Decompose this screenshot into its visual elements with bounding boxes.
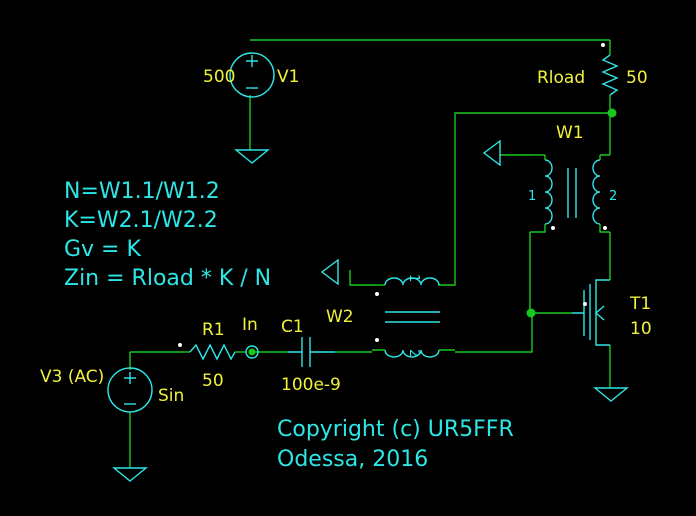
- wires: [129, 39, 611, 468]
- r1-resistor[interactable]: [178, 343, 236, 361]
- ground-w2-icon: [320, 258, 339, 286]
- equation-zin: Zin = Rload * K / N: [64, 266, 271, 291]
- junction-gate: [526, 308, 536, 318]
- r1-pin-dot: [178, 343, 182, 347]
- v1-plus: [246, 55, 258, 67]
- junction-rload-w1: [607, 108, 617, 118]
- w2-core: [385, 311, 440, 323]
- r1-value: 50: [202, 371, 224, 391]
- w2-coil-1: [384, 277, 440, 286]
- w2-dot-1: [375, 292, 379, 296]
- wire-w2-pin2: [455, 313, 533, 353]
- v3-source[interactable]: [107, 367, 153, 413]
- equation-k: K=W2.1/W2.2: [64, 208, 218, 233]
- w1-name: W1: [556, 123, 584, 143]
- ground-w1-icon: [482, 139, 501, 167]
- t1-mosfet[interactable]: [572, 279, 610, 346]
- in-node[interactable]: [245, 345, 259, 359]
- c1-value: 100e-9: [281, 375, 341, 395]
- v3-symbol: [107, 367, 153, 413]
- v1-name: V1: [277, 67, 299, 87]
- w1-coil-2-leads: [599, 154, 610, 233]
- wire-w2-gnd: [349, 270, 378, 286]
- w2-pin-1-label: 1: [406, 274, 421, 282]
- copyright-line-1: Copyright (c) UR5FFR: [277, 417, 514, 442]
- wire-w2-pin1-feed: [438, 112, 610, 286]
- in-node-center: [248, 348, 256, 356]
- ground-v3-icon: [112, 467, 148, 482]
- v1-value: 500: [203, 67, 235, 87]
- t1-name: T1: [629, 294, 651, 314]
- w1-core: [567, 168, 577, 218]
- equation-n: N=W1.1/W1.2: [64, 179, 220, 204]
- ground-t1-icon: [593, 387, 629, 402]
- r1-name: R1: [202, 320, 225, 340]
- rload-zigzag-icon: [601, 54, 619, 96]
- t1-value: 10: [630, 319, 652, 339]
- rload-resistor[interactable]: [601, 43, 619, 96]
- rload-name: Rload: [537, 68, 585, 88]
- wire-v3-r1: [129, 351, 182, 370]
- equations-block: N=W1.1/W1.2 K=W2.1/W2.2 Gv = K Zin = Rlo…: [64, 179, 271, 291]
- t1-channel-leads: [595, 279, 610, 346]
- copyright-block: Copyright (c) UR5FFR Odessa, 2016: [277, 417, 514, 472]
- w1-dot-1: [551, 226, 555, 230]
- w2-name: W2: [326, 307, 354, 327]
- w1-dot-2: [603, 226, 607, 230]
- w1-coil-1: [544, 159, 553, 225]
- v3-plus: [124, 372, 136, 384]
- copyright-line-2: Odessa, 2016: [277, 447, 428, 472]
- v1-symbol: [229, 52, 275, 98]
- w2-dot-2: [375, 338, 379, 342]
- w2-pin-2-label: 2: [406, 349, 421, 357]
- c1-name: C1: [281, 317, 304, 337]
- c1-plates: [288, 337, 335, 367]
- v3-value: Sin: [158, 386, 184, 406]
- v3-name: V3 (AC): [40, 367, 104, 387]
- in-label: In: [242, 315, 258, 335]
- w2-coil-2: [384, 349, 440, 358]
- r1-zigzag-icon: [189, 343, 236, 361]
- w1-pin-1-label: 1: [528, 189, 536, 204]
- t1-gate: [572, 290, 585, 336]
- w2-transformer[interactable]: [372, 277, 455, 358]
- w1-transformer[interactable]: [530, 154, 610, 233]
- rload-value: 50: [626, 68, 648, 88]
- in-node-ring: [245, 345, 259, 359]
- rload-pin-dot: [601, 43, 605, 47]
- t1-dot: [583, 302, 587, 306]
- ground-v1-icon: [234, 149, 270, 164]
- t1-arrow-icon: [594, 305, 605, 321]
- w1-coil-1-leads: [530, 155, 546, 233]
- c1-capacitor[interactable]: [288, 337, 335, 367]
- equation-gv: Gv = K: [64, 237, 141, 262]
- w1-pin-2-label: 2: [609, 189, 617, 204]
- v1-source[interactable]: [229, 52, 275, 98]
- w1-coil-2: [592, 159, 601, 225]
